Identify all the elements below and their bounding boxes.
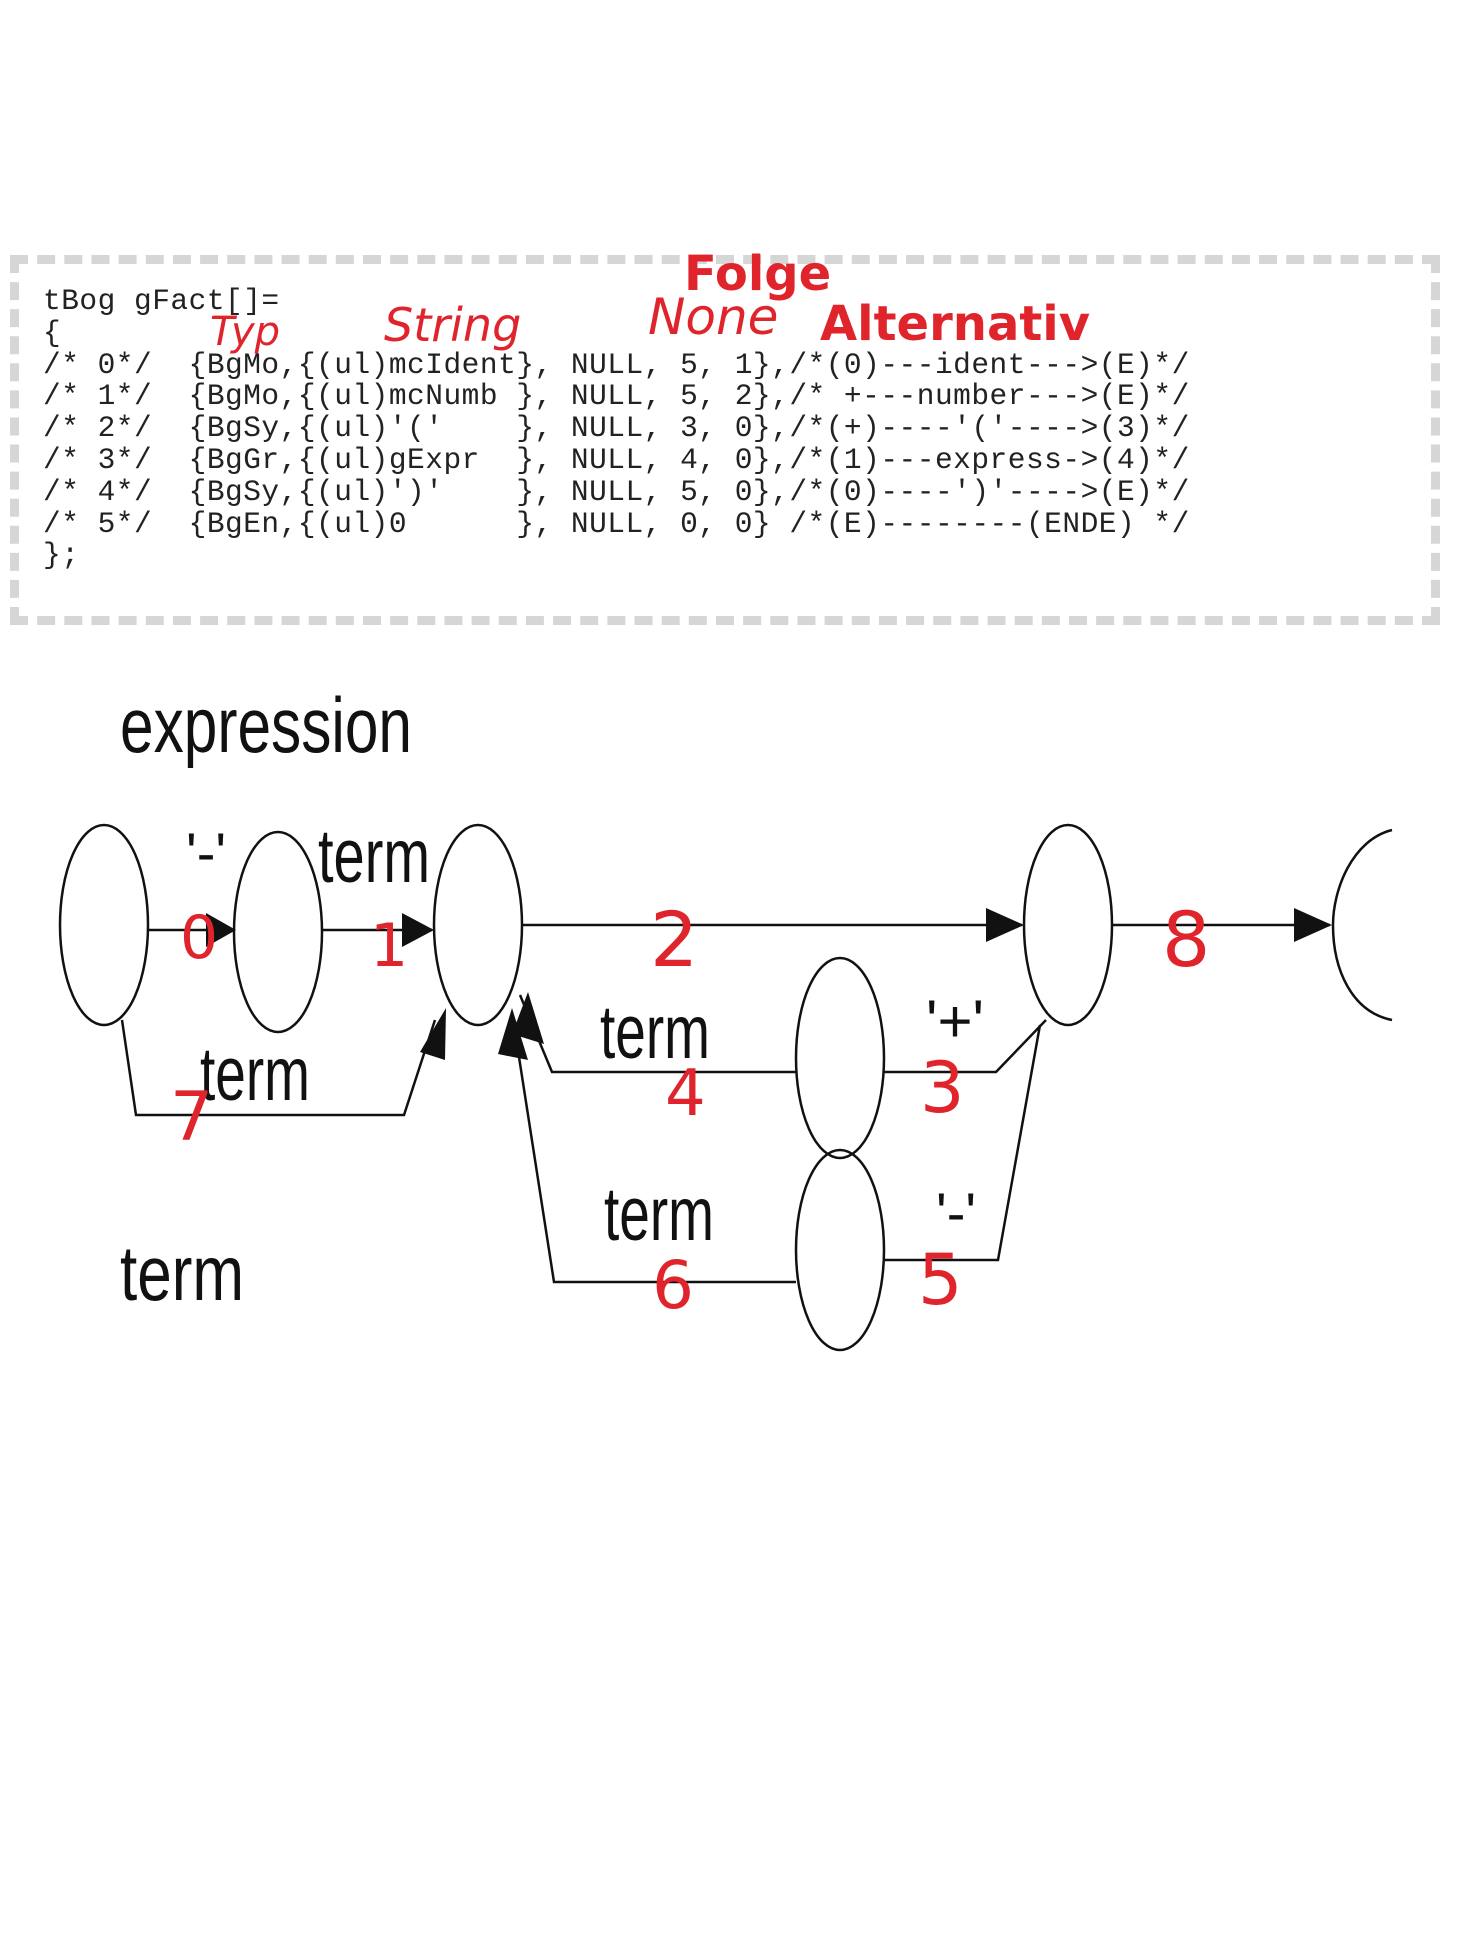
label-expression: expression: [120, 681, 412, 769]
node-start: [58, 823, 150, 1027]
edge-7: [120, 1019, 437, 1117]
node-end: [1331, 828, 1393, 1022]
annotation-string: String: [384, 298, 522, 352]
code-line: /* 2*/ {BgSy,{(ul)'(' }, NULL, 3, 0},/*(…: [43, 411, 1190, 446]
code-line: /* 1*/ {BgMo,{(ul)mcNumb }, NULL, 5, 2},…: [43, 379, 1190, 414]
code-line: /* 4*/ {BgSy,{(ul)')' }, NULL, 5, 0},/*(…: [43, 474, 1190, 509]
label-term-plus-loop: term: [600, 990, 710, 1075]
node-a: [232, 830, 324, 1034]
edge-number-5: 5: [918, 1239, 963, 1321]
annotation-alternativ: Alternativ: [820, 296, 1091, 352]
edge-number-3: 3: [920, 1047, 965, 1129]
code-line: tBog gFact[]=: [43, 284, 280, 318]
edge-number-2: 2: [650, 895, 698, 984]
edge-number-6: 6: [652, 1247, 694, 1324]
edge-number-7: 7: [170, 1078, 213, 1157]
syntax-diagram: expression term '-' term term term term …: [58, 681, 1393, 1352]
node-plus: [794, 956, 886, 1160]
label-minus: '-': [936, 1181, 976, 1244]
edge-number-0: 0: [180, 903, 218, 973]
node-minus: [794, 1148, 886, 1352]
edge-3: [884, 1019, 1047, 1074]
annotation-folge: Folge: [684, 246, 832, 302]
code-line: /* 3*/ {BgGr,{(ul)gExpr }, NULL, 4, 0},/…: [43, 442, 1190, 477]
edge-6: [510, 1011, 796, 1284]
label-term-bypass: term: [200, 1032, 310, 1117]
node-c: [1022, 823, 1114, 1027]
node-b: [432, 823, 524, 1027]
edge-5: [884, 1024, 1042, 1262]
label-term-title: term: [120, 1229, 244, 1317]
label-term-top: term: [318, 814, 430, 899]
label-plus: '+': [926, 988, 984, 1055]
edge-number-1: 1: [370, 911, 408, 981]
annotation-typ: Typ: [210, 309, 281, 355]
edge-number-4: 4: [665, 1057, 706, 1131]
code-line: /* 5*/ {BgEn,{(ul)0 }, NULL, 0, 0} /*(E)…: [43, 506, 1190, 541]
code-line: /* 0*/ {BgMo,{(ul)mcIdent}, NULL, 5, 1},…: [43, 347, 1190, 382]
label-minus-top: '-': [186, 821, 226, 884]
code-line: };: [43, 538, 80, 573]
label-term-minus-loop: term: [604, 1172, 714, 1257]
annotation-none: None: [648, 288, 779, 346]
code-listing: tBog gFact[]= { /* 0*/ {BgMo,{(ul)mcIden…: [43, 284, 1190, 573]
edge-number-8: 8: [1162, 895, 1210, 984]
code-line: {: [43, 315, 62, 350]
code-panel: tBog gFact[]= { /* 0*/ {BgMo,{(ul)mcIden…: [10, 255, 1440, 625]
